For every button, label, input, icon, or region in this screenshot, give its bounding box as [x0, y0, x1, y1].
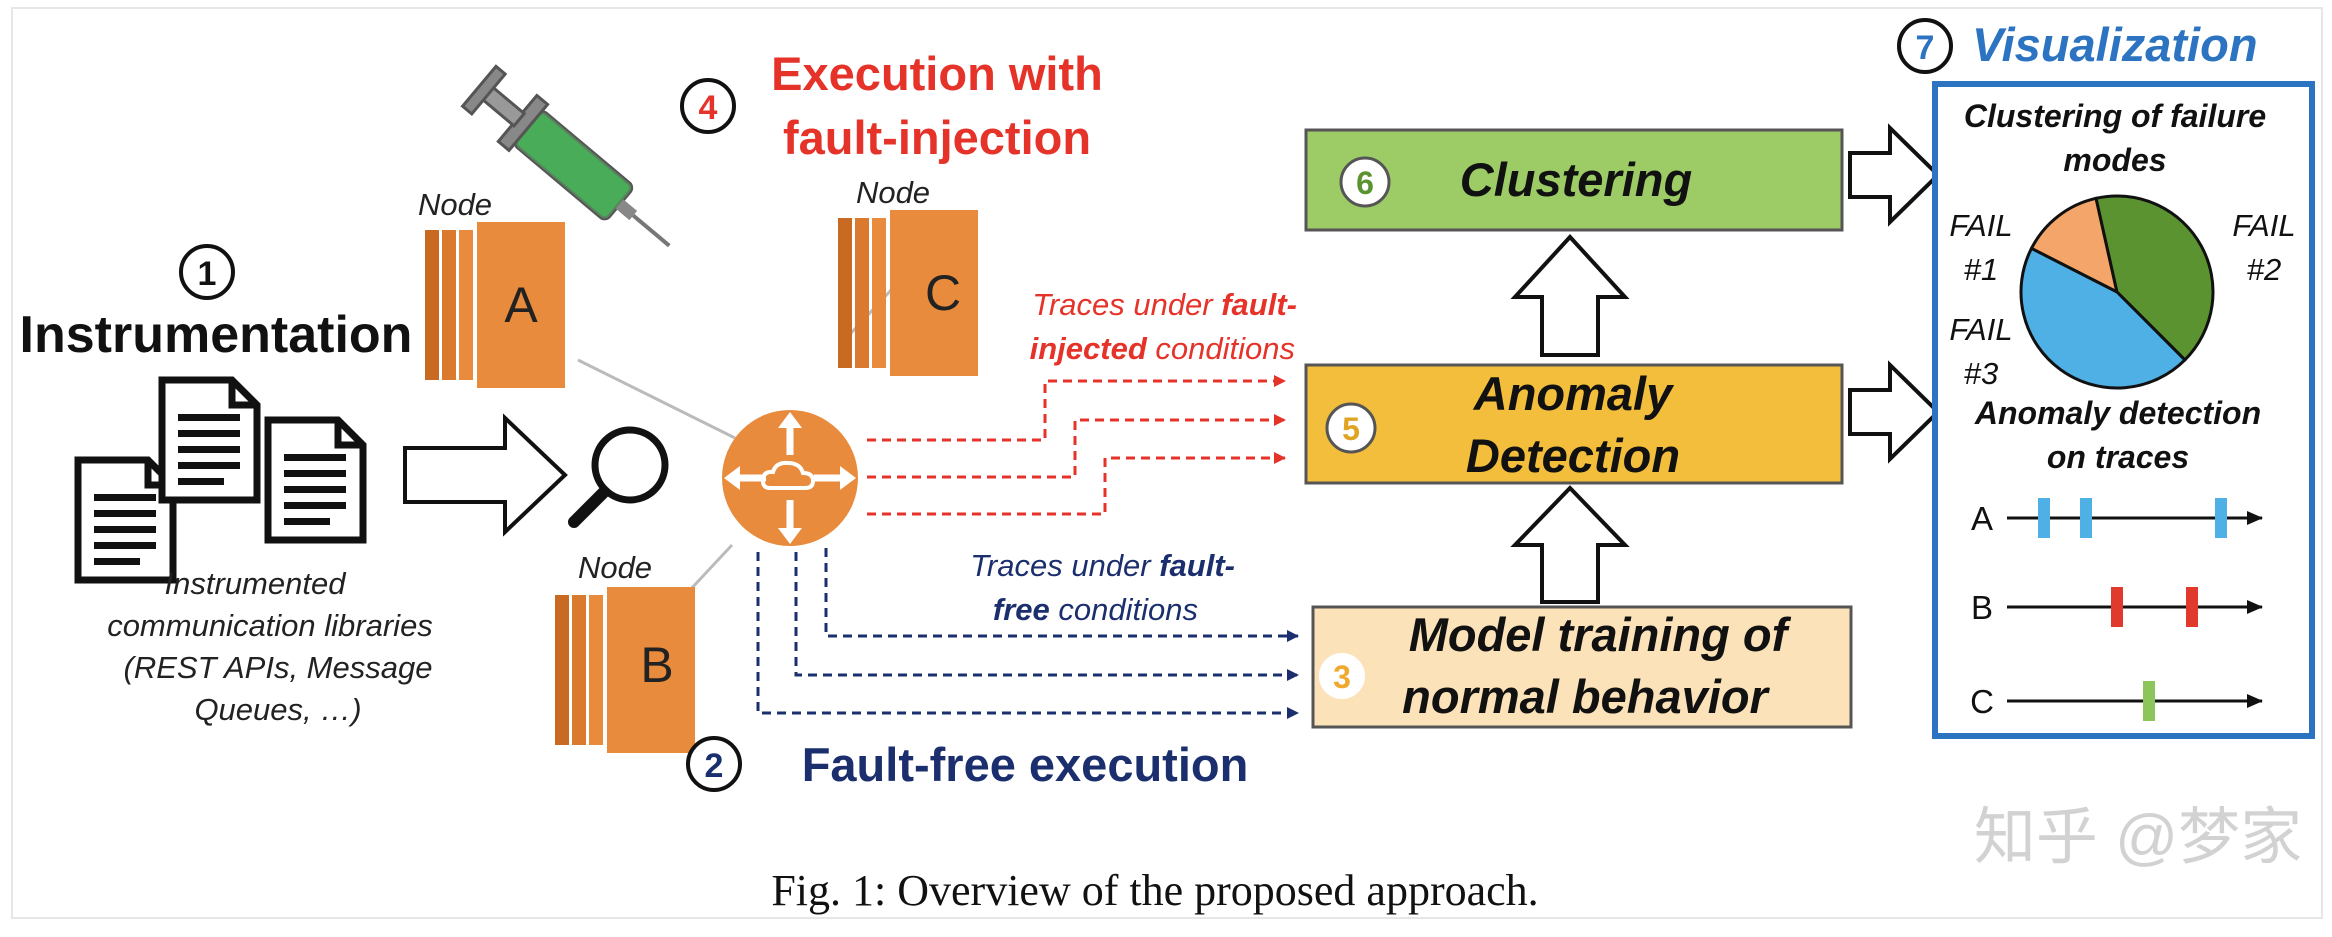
up-arrow-icon: [1510, 234, 1630, 357]
up-arrow-icon: [1510, 485, 1630, 604]
connection-line: [688, 543, 734, 592]
fault-injected-trace-arrows: [867, 375, 1286, 516]
visualization-frame: [1932, 81, 2315, 739]
trace-arrow: [867, 375, 1286, 442]
pie-slice-fail-1: [2029, 196, 2120, 295]
anomaly-detection-title-line-2: Detection: [1466, 429, 1680, 482]
anomaly-mark: [2038, 498, 2050, 538]
instrumentation-section: 1 Instrumentation Instrumented communica…: [20, 244, 669, 727]
step-6-number: 6: [1356, 165, 1374, 201]
step-5-number: 5: [1342, 411, 1360, 447]
step-2-number: 2: [705, 747, 724, 785]
step-2-badge: [686, 736, 742, 792]
trace-arrow: [867, 452, 1286, 516]
watermark: 知乎 @梦家: [1974, 803, 2302, 872]
node-b-letter: B: [640, 637, 673, 693]
figure-frame: [11, 7, 2323, 919]
step-1-badge: [179, 244, 235, 300]
instrumented-libs-line-4: Queues, …): [194, 692, 361, 727]
right-arrow-icon: [1848, 123, 1941, 227]
clustering-of-failure-title-line-1: Clustering of failure: [1964, 98, 2266, 134]
node-a-caption: Node: [418, 187, 492, 222]
step-3-badge: [1319, 653, 1365, 699]
trace-label-b: B: [1971, 589, 1993, 626]
syringe-icon: [460, 64, 671, 248]
instrumented-libs-line-2: communication libraries: [107, 608, 433, 643]
model-training-title-line-2: normal behavior: [1402, 670, 1770, 723]
instrumentation-title: Instrumentation: [20, 306, 413, 364]
fault-free-heading: 2 Fault-free execution: [686, 736, 1249, 792]
trace-arrow: [756, 552, 1299, 719]
pie-slice-fail-2: [2094, 194, 2215, 363]
step-6-badge: [1339, 156, 1391, 208]
pie-label-fail-3-line-2: #3: [1964, 356, 1998, 391]
pie-label-fail-3-line-1: FAIL: [1949, 312, 2012, 347]
node-a: Node A: [418, 187, 565, 388]
trace-label-a: A: [1971, 500, 1993, 537]
trace-arrow: [794, 552, 1299, 681]
pie-label-fail-1-line-2: #1: [1964, 252, 1998, 287]
anomaly-mark: [2215, 498, 2227, 538]
fault-free-traces-label-line-2: free conditions: [993, 592, 1198, 627]
fault-injection-title-line-2: fault-injection: [783, 111, 1091, 164]
right-arrow-icon: [1848, 360, 1941, 464]
anomaly-detection-title-line-1: Anomaly: [1473, 367, 1675, 420]
server-icon: [555, 587, 695, 753]
document-icon: [268, 420, 363, 540]
pie-label-fail-1-line-1: FAIL: [1949, 208, 2012, 243]
fault-free-traces-label-line-1: Traces under fault-: [970, 548, 1235, 583]
anomaly-mark: [2186, 587, 2198, 627]
step-5-badge: [1325, 402, 1377, 454]
pie-label-fail-2-line-1: FAIL: [2232, 208, 2295, 243]
node-b-caption: Node: [578, 550, 652, 585]
router-icon: [722, 410, 858, 546]
step-4-number: 4: [699, 89, 718, 127]
instrumented-libs-line-3: (REST APIs, Message: [124, 650, 433, 685]
clustering-of-failure-title-line-2: modes: [2063, 142, 2166, 178]
trace-timelines: A B C: [1970, 498, 2263, 721]
trace-arrow: [867, 414, 1286, 479]
trace-label-c: C: [1970, 683, 1994, 720]
node-c: Node C: [838, 175, 978, 376]
pie-label-fail-2-line-2: #2: [2247, 252, 2281, 287]
clustering-title: Clustering: [1460, 153, 1692, 206]
anomaly-mark: [2111, 587, 2123, 627]
instrumented-libs-line-1: Instrumented: [165, 566, 348, 601]
clustering-box: 6 Clustering: [1304, 128, 1844, 232]
anomaly-mark: [2143, 681, 2155, 721]
step-7-number: 7: [1916, 29, 1935, 67]
fault-free-trace-arrows: [756, 548, 1299, 719]
visualization-title: Visualization: [1972, 18, 2258, 71]
fault-injected-traces-label-line-2: injected conditions: [1030, 331, 1295, 366]
figure-caption: Fig. 1: Overview of the proposed approac…: [771, 866, 1538, 915]
step-7-badge: [1897, 18, 1953, 74]
fault-injection-title-line-1: Execution with: [771, 47, 1103, 100]
node-a-letter: A: [504, 277, 538, 333]
node-c-caption: Node: [856, 175, 930, 210]
visualization-panel: 7 Visualization Clustering of failure mo…: [1897, 18, 2315, 739]
step-4-badge: [680, 78, 736, 134]
connection-line: [577, 358, 736, 440]
fault-injection-heading: 4 Execution with fault-injection: [680, 47, 1103, 164]
step-3-number: 3: [1333, 659, 1351, 695]
hollow-arrow-icon: [403, 413, 568, 537]
model-training-box: 3 Model training of normal behavior: [1311, 605, 1853, 729]
fault-injected-traces-label-line-1: Traces under fault-: [1032, 287, 1297, 322]
anomaly-on-traces-title-line-1: Anomaly detection: [1974, 395, 2261, 431]
anomaly-detection-box: 5 Anomaly Detection: [1304, 363, 1844, 485]
pie-slice-fail-3: [2019, 246, 2188, 390]
node-c-letter: C: [925, 265, 961, 321]
step-1-number: 1: [198, 255, 217, 293]
fault-free-title: Fault-free execution: [802, 738, 1249, 791]
model-training-title-line-1: Model training of: [1409, 608, 1792, 661]
server-icon: [425, 222, 565, 388]
document-icon: [162, 380, 257, 500]
anomaly-mark: [2080, 498, 2092, 538]
failure-modes-pie: [2019, 194, 2215, 390]
magnifier-icon: [568, 426, 669, 528]
node-b: Node B: [555, 550, 695, 753]
anomaly-on-traces-title-line-2: on traces: [2047, 439, 2189, 475]
